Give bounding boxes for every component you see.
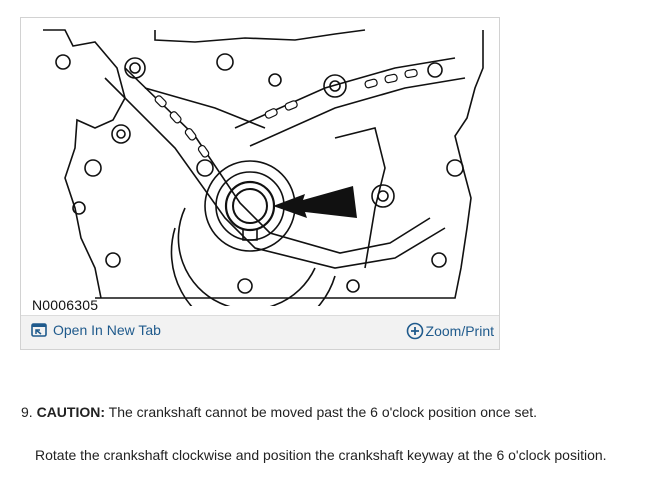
step-instruction: Rotate the crankshaft clockwise and posi… — [35, 447, 607, 463]
caution-text: The crankshaft cannot be moved past the … — [108, 404, 538, 420]
open-in-new-tab-link[interactable]: Open In New Tab — [31, 322, 161, 338]
step-caution: 9. CAUTION: The crankshaft cannot be mov… — [21, 403, 631, 421]
open-new-tab-icon — [31, 323, 47, 337]
engine-timing-diagram[interactable] — [35, 28, 487, 306]
figure-card: N0006305 Open In New Tab Zoom/Print — [20, 17, 500, 350]
open-in-new-tab-label: Open In New Tab — [53, 322, 161, 338]
step-number: 9. — [21, 404, 33, 420]
caution-label: CAUTION: — [36, 404, 106, 420]
zoom-plus-icon — [406, 322, 424, 340]
figure-id-label: N0006305 — [32, 297, 99, 313]
zoom-print-link[interactable]: Zoom/Print — [406, 322, 494, 340]
zoom-print-label: Zoom/Print — [425, 323, 494, 339]
figure-footer: Open In New Tab Zoom/Print — [21, 315, 499, 349]
